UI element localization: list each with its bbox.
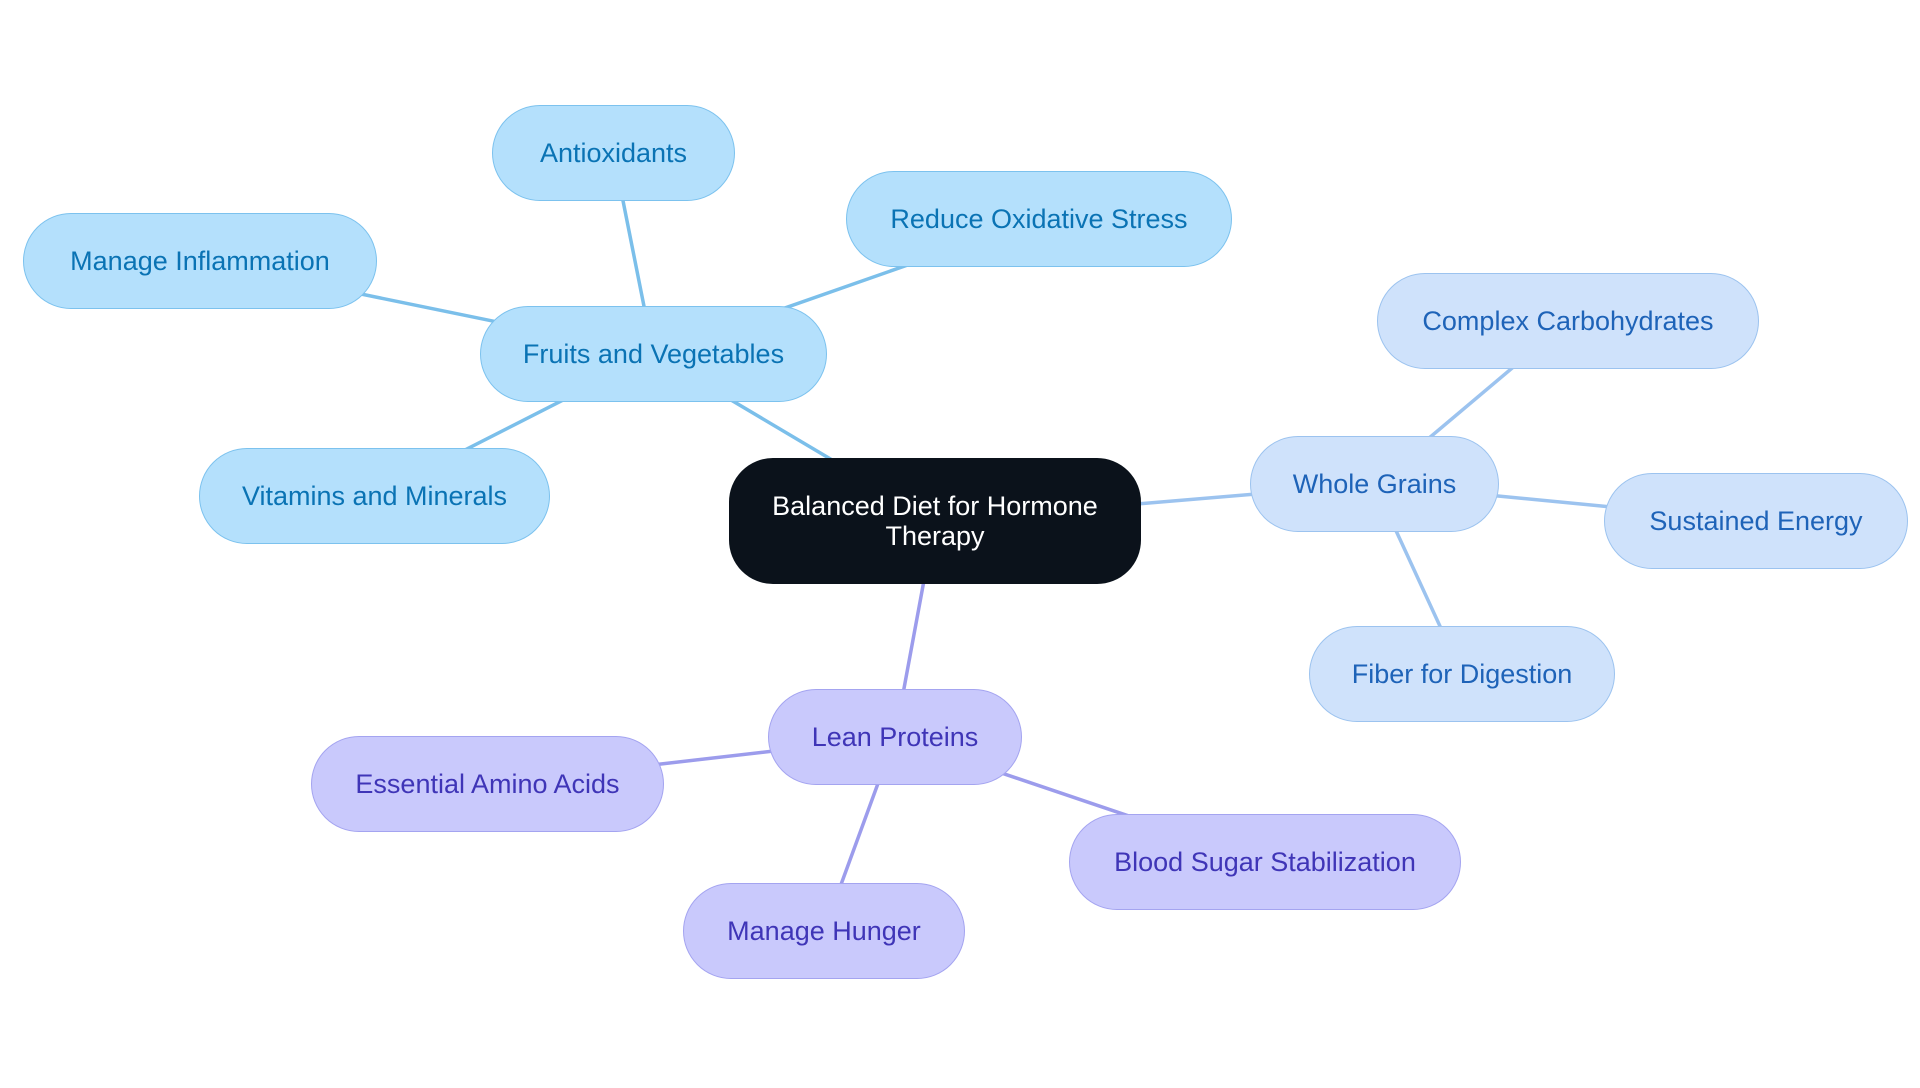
node-essential-amino-acids: Essential Amino Acids: [311, 736, 664, 832]
node-lean-proteins: Lean Proteins: [768, 689, 1022, 785]
node-manage-inflammation: Manage Inflammation: [23, 213, 377, 309]
node-fiber-for-digestion: Fiber for Digestion: [1309, 626, 1615, 722]
node-whole-grains: Whole Grains: [1250, 436, 1499, 532]
node-vitamins-and-minerals: Vitamins and Minerals: [199, 448, 550, 544]
root-node: Balanced Diet for Hormone Therapy: [729, 458, 1141, 584]
node-sustained-energy: Sustained Energy: [1604, 473, 1908, 569]
node-fruits-and-vegetables: Fruits and Vegetables: [480, 306, 827, 402]
node-antioxidants: Antioxidants: [492, 105, 735, 201]
node-reduce-oxidative-stress: Reduce Oxidative Stress: [846, 171, 1232, 267]
node-manage-hunger: Manage Hunger: [683, 883, 965, 979]
node-blood-sugar-stabilization: Blood Sugar Stabilization: [1069, 814, 1461, 910]
node-complex-carbohydrates: Complex Carbohydrates: [1377, 273, 1759, 369]
